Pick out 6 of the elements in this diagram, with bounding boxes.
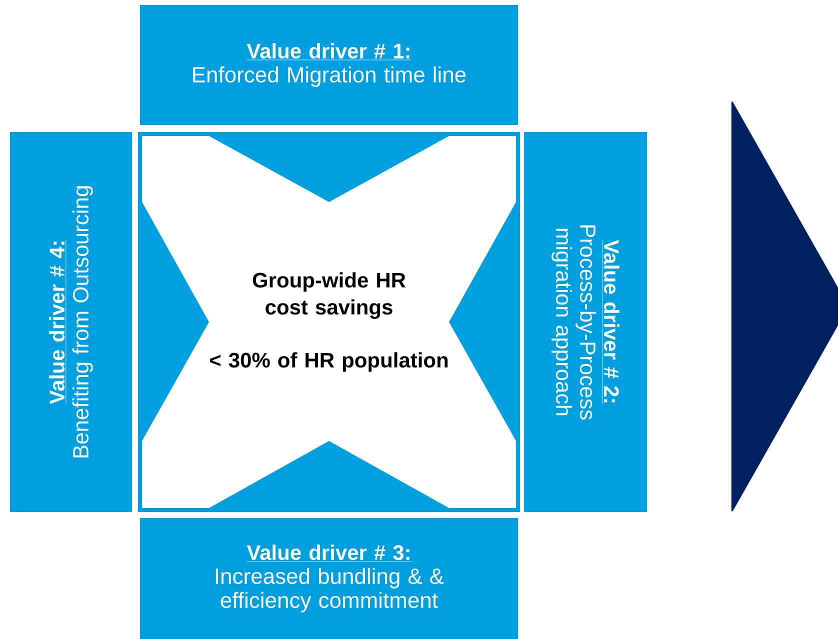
driver-box: Value driver # 2: Process-by-Process migration approach — [524, 132, 647, 512]
arrowhead-shape — [731, 101, 838, 512]
driver-box: Value driver # 3: Increased bundling & & efficiency commitment — [140, 518, 518, 639]
driver-box: Value driver # 4: Benefiting from Outsourcing — [10, 132, 132, 512]
center-box: Group-wide HR cost savings < 30% of HR population — [138, 132, 520, 512]
driver-box: Value driver # 1: Enforced Migration time line — [140, 5, 518, 125]
